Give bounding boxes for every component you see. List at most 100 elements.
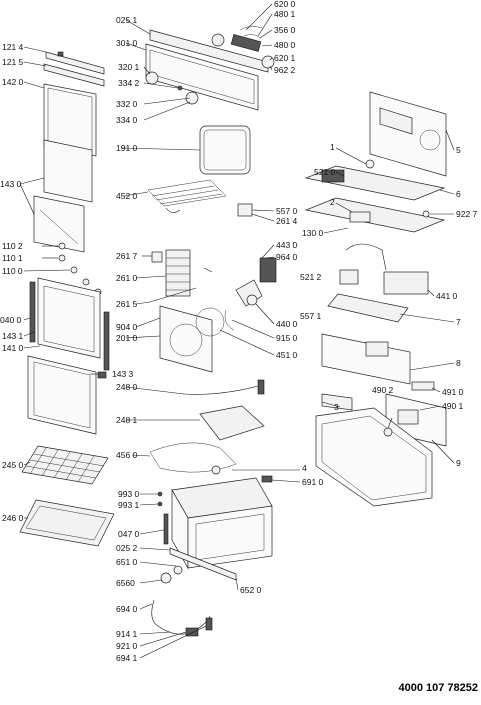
part-label: 694 1 [116,653,138,663]
part-label: 914 1 [116,629,138,639]
ring-element [195,307,225,337]
control-panel-assembly [145,26,275,111]
door-inner-frame [37,277,101,359]
bottom-strip [169,547,237,581]
knob-part [185,91,199,105]
door-top-strip [45,51,105,75]
part-label: 8 [456,358,461,368]
part-label: 480 1 [274,9,296,19]
hinge-clip [97,371,107,379]
cooling-fan [349,211,371,223]
outer-casing-inner [321,415,427,501]
washer-part [58,254,66,262]
mid-right-labels: 620 0 480 1 356 0 480 0 620 1 962 2 557 … [116,0,324,595]
part-label: 025 1 [116,15,138,25]
control-panel-fascia-inner [149,49,255,105]
screw-part [422,210,430,218]
part-label: 4 [302,463,307,473]
document-number: 4000 107 78252 [398,682,478,694]
door-switch [261,475,273,483]
base-plate [321,333,411,385]
part-label: 245 0 [2,460,24,470]
inner-glass-panel [33,195,85,253]
probe-cable [183,385,259,395]
part-label: 440 0 [276,319,298,329]
cavity-front [187,505,273,569]
part-label: 964 0 [276,252,298,262]
part-label: 3 [334,402,339,412]
panel-top-strip [149,29,269,73]
rear-cover-module [397,409,419,425]
part-label: 456 0 [116,450,138,460]
part-label: 246 0 [2,513,24,523]
indicator-part [365,159,375,169]
rack-bracket [151,251,163,263]
washer-part [58,242,66,250]
part-label: 441 0 [436,291,458,301]
cable-clamp [205,617,213,631]
element-clip [211,465,221,475]
part-label: 6 [456,189,461,199]
part-label: 993 1 [118,500,140,510]
base-module [365,341,389,357]
door-inner-frame-window [43,285,95,353]
screw-part [157,501,163,507]
baking-tray [19,499,115,547]
lamp-holder [160,572,172,584]
part-label: 110 1 [2,253,23,263]
probe-connector [257,379,265,395]
switch-part [211,33,225,47]
power-cable [151,599,211,635]
transformer-part [383,271,429,295]
fan-hub [246,294,258,306]
spring-part [177,85,183,91]
part-label: 443 0 [276,240,298,250]
part-label: 110 2 [2,241,23,251]
part-label: 261 5 [116,299,138,309]
wire-rack-grid [25,447,105,483]
part-label: 694 0 [116,604,138,614]
fan-cover [159,305,213,373]
grill-element-terminal [165,207,181,213]
fan-cover-grille [169,323,203,357]
wiring-part [239,26,263,39]
part-label: 334 2 [118,78,140,88]
part-label: 962 2 [274,65,296,75]
part-label: 480 0 [274,40,296,50]
part-label: 451 0 [276,350,298,360]
terminal-block [411,381,435,391]
outer-glass-panel [43,83,97,157]
washer-part [82,278,90,286]
part-label: 130 0 [302,228,324,238]
part-label: 110 0 [2,266,23,276]
part-label: 9 [456,458,461,468]
thermostat-part [237,203,253,217]
part-label: 025 2 [116,543,138,553]
middle-glass-panel [43,139,93,203]
casing-fitting [383,427,393,437]
support-shelf [327,293,409,323]
part-label: 334 0 [116,115,138,125]
grill-element [147,179,227,207]
timer-module [230,34,262,52]
washer-part [70,266,78,274]
outer-casing [315,407,433,507]
part-label: 691 0 [302,477,324,487]
leader-lines [19,3,455,659]
part-label: 301 0 [116,38,138,48]
casing-assembly [304,91,447,507]
part-label: 1 [330,142,335,152]
part-label: 557 1 [300,311,322,321]
side-rack-rails [166,257,190,291]
heat-shield [199,405,265,441]
part-label: 143 1 [2,331,24,341]
part-label: 121 4 [2,42,24,52]
glass-shine-line [39,209,79,245]
door-clip-part [57,51,64,57]
part-label: 191 0 [116,143,138,153]
switch-part [261,55,275,69]
part-label: 261 7 [116,251,138,261]
part-label: 2 [330,197,335,207]
